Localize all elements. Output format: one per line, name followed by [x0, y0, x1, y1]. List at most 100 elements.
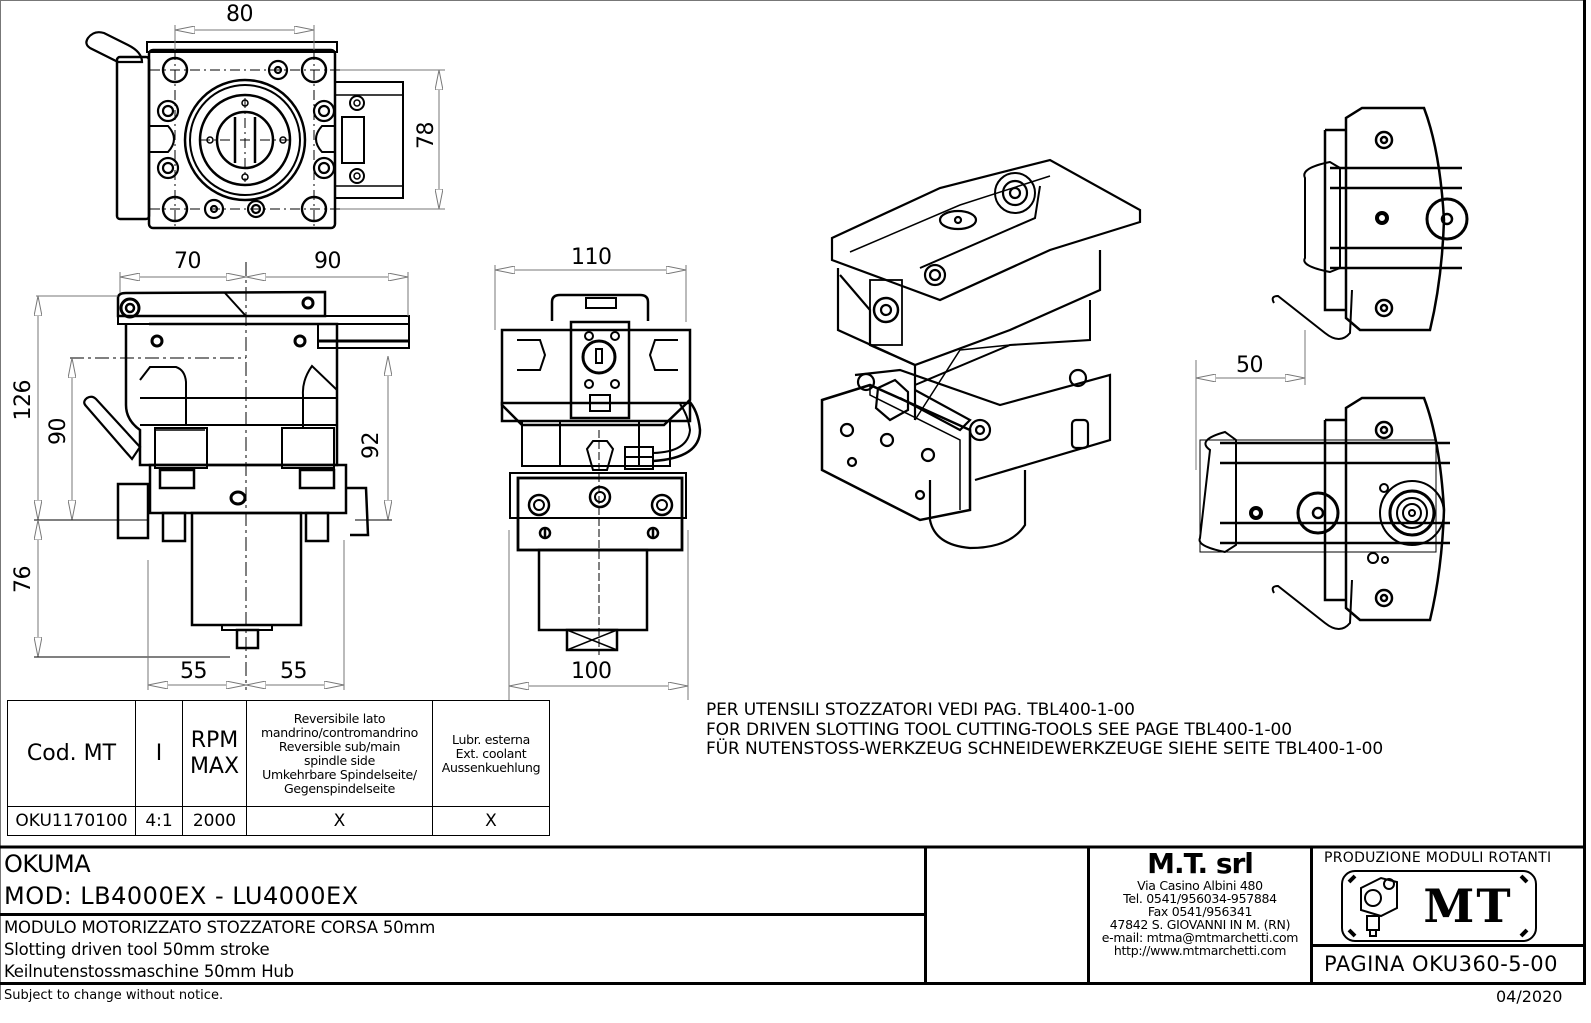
- description-italian: MODULO MOTORIZZATO STOZZATORE CORSA 50mm: [4, 918, 436, 937]
- side-clamp: [115, 55, 151, 221]
- cell-coolant: X: [432, 806, 550, 836]
- title-block-divider: [0, 913, 926, 916]
- disclaimer: Subject to change without notice.: [4, 988, 224, 1003]
- dim-center-height-right: 92: [359, 432, 384, 459]
- company-address: Via Casino Albini 480: [1137, 878, 1263, 893]
- dim-front-left: 70: [174, 249, 202, 274]
- spec-table-header: Cod. MT I RPM MAX Reversibile lato mandr…: [7, 700, 550, 807]
- company-info: M.T. srl Via Casino Albini 480 Tel. 0541…: [1090, 847, 1310, 958]
- revision-date: 04/2020: [1496, 987, 1563, 1006]
- top-slide: [116, 290, 327, 318]
- header-reversible-line: spindle side: [304, 752, 375, 768]
- spec-table: Cod. MT I RPM MAX Reversibile lato mandr…: [7, 700, 550, 836]
- note-italian: PER UTENSILI STOZZATORI VEDI PAG. TBL400…: [706, 700, 1135, 720]
- description-english: Slotting driven tool 50mm stroke: [4, 940, 270, 959]
- division-label: PRODUZIONE MODULI ROTANTI: [1324, 850, 1552, 866]
- header-rpm-line2: MAX: [189, 753, 240, 779]
- header-coolant-line: Ext. coolant: [455, 745, 527, 761]
- header-reversible: Reversibile lato mandrino/contromandrino…: [246, 700, 433, 807]
- dim-base-right: 55: [280, 659, 308, 684]
- header-code: Cod. MT: [7, 700, 136, 807]
- stroke-dimension: [1195, 330, 1306, 470]
- iso-clamp: [820, 383, 972, 522]
- mt-logo: [1341, 870, 1537, 942]
- motor: [537, 548, 649, 632]
- title-block-divider: [1310, 847, 1313, 983]
- header-reversible-line: Umkehrbare Spindelseite/: [262, 766, 417, 782]
- title-block-divider: [1087, 847, 1090, 983]
- company-fax: Fax 0541/956341: [1147, 904, 1253, 919]
- company-tel: Tel. 0541/956034-957884: [1123, 891, 1277, 906]
- top-view-dimensions: [174, 25, 445, 210]
- dim-stroke: 50: [1236, 353, 1264, 378]
- frame-top-border: [0, 0, 1585, 1]
- header-ratio: I: [135, 700, 183, 807]
- frame-right-border: [1583, 0, 1586, 983]
- dim-side-bottom: 100: [571, 659, 612, 684]
- logo-screws-icon: [1519, 874, 1529, 938]
- cell-ratio: 4:1: [135, 806, 183, 836]
- cell-rpm: 2000: [182, 806, 247, 836]
- note-german: FÜR NUTENSTOSS-WERKZEUG SCHNEIDEWERKZEUG…: [706, 739, 1384, 759]
- stroke-extended-view: [1198, 396, 1450, 630]
- title-block-bottom: [0, 982, 1586, 985]
- dim-side-top: 110: [571, 245, 612, 270]
- top-rail: [146, 41, 338, 53]
- cell-code: OKU1170100: [7, 806, 136, 836]
- coolant-pipe: [652, 399, 702, 463]
- iso-housing: [836, 250, 1102, 367]
- dim-lower-height: 76: [11, 566, 36, 593]
- title-block-divider: [1310, 944, 1585, 947]
- dim-front-right: 90: [314, 249, 342, 274]
- table-row: OKU1170100 4:1 2000 X X: [7, 806, 550, 836]
- cell-reversible: X: [246, 806, 433, 836]
- side-view: [500, 293, 702, 655]
- coolant-pipe: [83, 395, 142, 461]
- dim-top-width: 80: [226, 2, 254, 27]
- header-rpm-line1: RPM: [190, 728, 239, 754]
- coolant-pipe: [85, 31, 144, 64]
- side-slide: [334, 81, 404, 199]
- isometric-view: [820, 158, 1142, 550]
- coolant-pipe: [1271, 579, 1353, 630]
- description-german: Keilnutenstossmaschine 50mm Hub: [4, 962, 294, 981]
- top-view: [85, 31, 404, 230]
- module-description: MODULO MOTORIZZATO STOZZATORE CORSA 50mm…: [4, 917, 435, 983]
- iso-hex-fitting: [874, 378, 910, 422]
- company-name: M.T. srl: [1147, 847, 1254, 880]
- dim-overall-height: 126: [11, 380, 36, 421]
- company-email[interactable]: e-mail: mtma@mtmarchetti.com: [1101, 930, 1299, 945]
- header-reversible-line: Reversible sub/main: [278, 738, 401, 754]
- header-coolant: Lubr. esterna Ext. coolant Aussenkuehlun…: [432, 700, 550, 807]
- side-view-dimensions: [494, 265, 689, 700]
- coolant-pipe: [1271, 289, 1353, 340]
- page-number: PAGINA OKU360-5-00: [1324, 952, 1558, 976]
- output-square: [565, 628, 619, 652]
- front-view-dimensions: [34, 272, 409, 690]
- header-coolant-line: Lubr. esterna: [452, 731, 530, 747]
- stroke-retracted-view: [1271, 106, 1469, 340]
- top-plate: [147, 48, 337, 230]
- header-reversible-line: Gegenspindelseite: [283, 780, 396, 796]
- dim-top-height: 78: [414, 122, 439, 149]
- tool-holder: [1379, 480, 1445, 546]
- logo-text: MT: [1423, 879, 1513, 933]
- cutting-tools-notes: PER UTENSILI STOZZATORI VEDI PAG. TBL400…: [706, 700, 1384, 760]
- hex-fitting: [585, 440, 615, 471]
- machine-models: MOD: LB4000EX - LU4000EX: [4, 882, 359, 910]
- header-coolant-line: Aussenkuehlung: [441, 759, 541, 775]
- output-shaft: [235, 628, 260, 650]
- header-rpm: RPM MAX: [182, 700, 247, 807]
- header-reversible-line: Reversibile lato: [293, 710, 386, 726]
- company-website[interactable]: http://www.mtmarchetti.com: [1113, 943, 1287, 958]
- logo-module-icon: [1347, 874, 1398, 938]
- frame-left-border: [0, 0, 1, 1000]
- front-view: [70, 262, 410, 690]
- machine-brand: OKUMA: [4, 850, 91, 878]
- header-reversible-line: mandrino/contromandrino: [261, 724, 418, 740]
- company-city: 47842 S. GIOVANNI IN M. (RN): [1109, 917, 1291, 932]
- drive-flange: [569, 320, 631, 420]
- note-english: FOR DRIVEN SLOTTING TOOL CUTTING-TOOLS S…: [706, 719, 1292, 740]
- dim-center-height-left: 90: [46, 418, 71, 445]
